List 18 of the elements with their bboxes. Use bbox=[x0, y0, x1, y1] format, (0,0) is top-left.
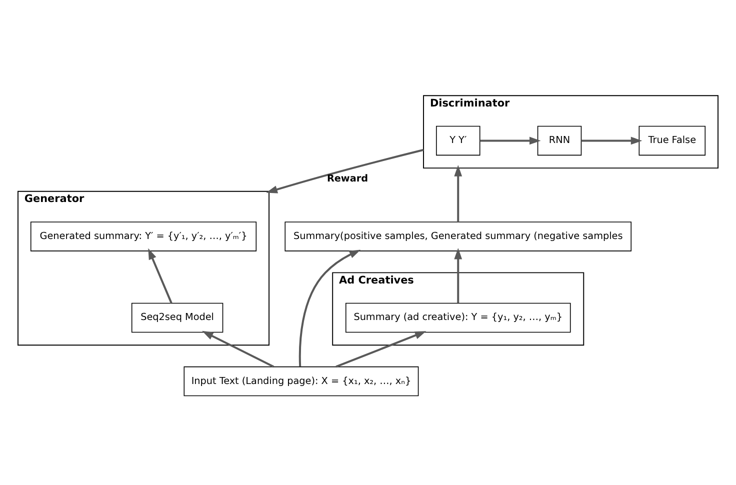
arrow bbox=[454, 165, 462, 222]
arrow bbox=[454, 248, 462, 304]
node-box: Summary (ad creative): Y = {y₁, y₂, …, yₘ} bbox=[345, 302, 571, 333]
edge-label: Reward bbox=[326, 173, 368, 184]
node-box: Y Y′ bbox=[436, 126, 480, 156]
node-box: Generated summary: Y′ = {y′₁, y′₂, …, y′ₘ′} bbox=[30, 222, 257, 252]
node-box: True False bbox=[638, 126, 706, 156]
arrow bbox=[581, 136, 642, 145]
arrow bbox=[298, 250, 361, 367]
arrow bbox=[202, 330, 274, 368]
arrow bbox=[266, 148, 424, 194]
node-box: RNN bbox=[537, 126, 582, 156]
node-box: Summary(positive samples, Generated summary (negative samples bbox=[284, 222, 632, 252]
arrow bbox=[148, 248, 172, 304]
node-box: Input Text (Landing page): X = {x₁, x₂, …, xₙ} bbox=[184, 366, 419, 396]
node-box: Seq2seq Model bbox=[131, 302, 224, 333]
arrow bbox=[480, 136, 541, 145]
arrow bbox=[336, 331, 426, 368]
